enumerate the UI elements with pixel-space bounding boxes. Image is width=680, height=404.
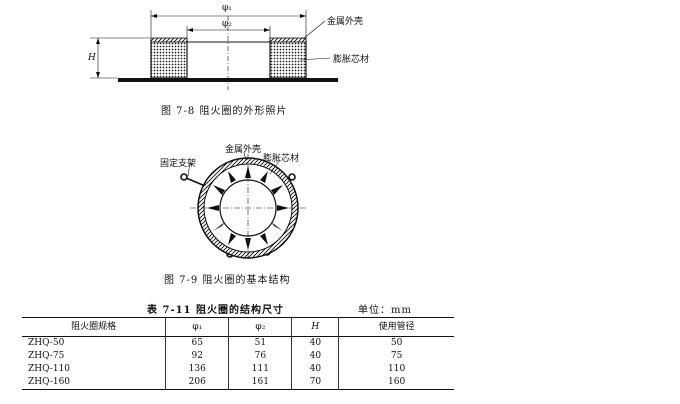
left-core-section — [150, 39, 188, 79]
cell-pipe-dia: 160 — [388, 377, 406, 387]
cell-phi2: 76 — [228, 350, 293, 363]
cell-phi1: 136 — [165, 363, 230, 376]
dimension-phi2 — [186, 26, 271, 42]
header-phi2: φ₂ — [228, 317, 293, 337]
h-label: H — [88, 53, 96, 63]
dimension-phi1 — [150, 10, 307, 38]
header-phi1: φ₁ — [165, 317, 230, 337]
phi1-label: φ₁ — [222, 3, 232, 13]
core-label-fig78: 膨胀芯材 — [333, 55, 370, 65]
core-label-fig79: 膨胀芯材 — [263, 154, 300, 164]
right-shell-top — [269, 37, 307, 43]
table-row: ZHQ-110 136 111 40 110 — [22, 363, 454, 376]
cell-h: 70 — [291, 376, 340, 390]
cell-phi1: 92 — [165, 350, 230, 363]
leader-core — [299, 57, 331, 61]
header-h: H — [291, 317, 340, 337]
right-core-section — [269, 39, 307, 79]
dimension-h — [90, 37, 150, 79]
cell-phi2: 51 — [228, 336, 293, 350]
leader-core-2 — [269, 159, 281, 175]
cell-pipe-dia: 75 — [390, 351, 403, 361]
table-row: ZHQ-50 65 51 40 50 — [22, 336, 454, 350]
cell-h: 40 — [291, 350, 340, 363]
left-shell-top — [150, 37, 188, 43]
cell-phi2: 161 — [228, 376, 293, 390]
figure-7-8-drawing — [90, 10, 338, 90]
cell-spec: ZHQ-110 — [22, 363, 167, 376]
figure-7-9-caption: 图 7-9 阻火圈的基本结构 — [164, 275, 291, 286]
figure-7-8-caption: 图 7-8 阻火圈的外形照片 — [161, 106, 288, 117]
table-header-row: 阻火圈规格 φ₁ φ₂ H 使用管径 — [22, 317, 454, 337]
figure-7-9-drawing — [180, 152, 308, 260]
cell-phi1: 206 — [165, 376, 230, 390]
cell-phi1: 65 — [165, 336, 230, 350]
header-spec: 阻火圈规格 — [22, 317, 167, 337]
cell-spec: ZHQ-50 — [22, 336, 167, 350]
table-unit: 单位：mm — [358, 305, 412, 316]
shell-label-fig78: 金属外壳 — [327, 17, 364, 27]
cell-phi2: 111 — [228, 363, 293, 376]
core-teeth — [207, 166, 289, 250]
leader-shell-2 — [243, 152, 247, 161]
leader-bracket — [187, 161, 191, 177]
spec-table: 阻火圈规格 φ₁ φ₂ H 使用管径 ZHQ-50 65 51 40 50 ZH… — [22, 317, 454, 390]
shell-label-fig79: 金属外壳 — [225, 145, 262, 155]
bracket-label: 固定支架 — [160, 159, 197, 169]
cell-pipe-dia: 110 — [388, 364, 406, 374]
cell-h: 40 — [291, 363, 340, 376]
header-pipe-dia: 使用管径 — [378, 321, 415, 332]
table-row: ZHQ-160 206 161 70 160 — [22, 376, 454, 390]
cell-spec: ZHQ-160 — [22, 376, 167, 390]
leader-shell — [302, 20, 326, 40]
table-row: ZHQ-75 92 76 40 75 — [22, 350, 454, 363]
table-7-11-title: 表 7-11 阻火圈的结构尺寸 — [147, 305, 284, 316]
phi2-label: φ₂ — [222, 19, 232, 29]
cell-spec: ZHQ-75 — [22, 350, 167, 363]
cell-h: 40 — [291, 336, 340, 350]
cell-pipe-dia: 50 — [390, 338, 403, 348]
